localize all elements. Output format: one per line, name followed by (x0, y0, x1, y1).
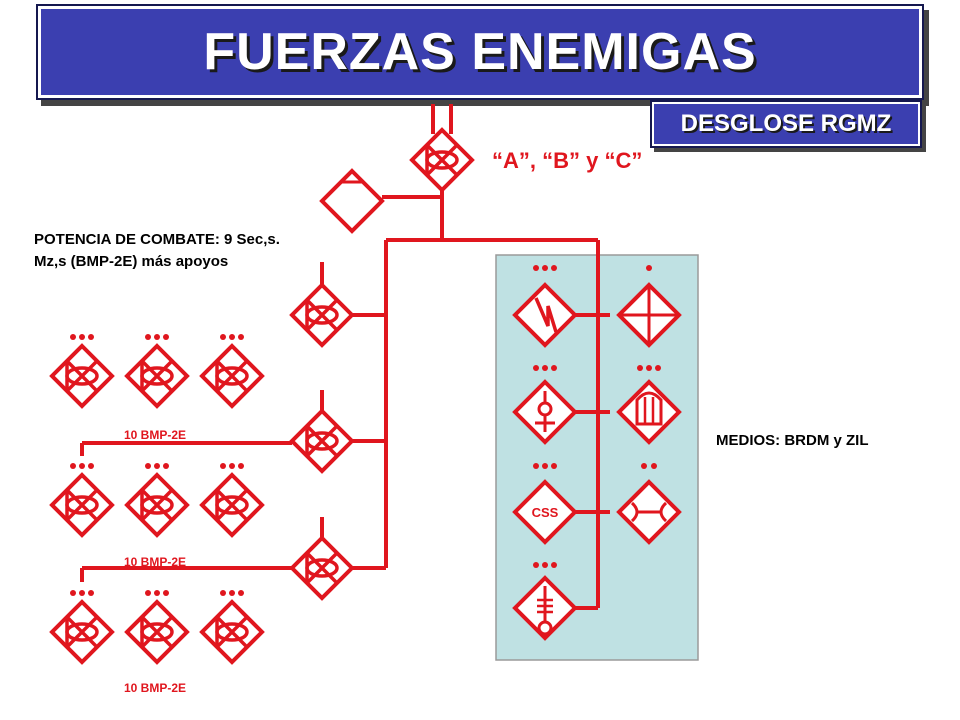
maintenance-dot (641, 463, 647, 469)
chemical-unit-symbol (616, 365, 682, 445)
platoon-symbol (50, 600, 114, 664)
page-subtitle: DESGLOSE RGMZ (680, 110, 892, 137)
engineer-dot (646, 265, 652, 271)
staff-diamond (319, 168, 385, 234)
platoon-dots (70, 463, 94, 469)
combat-power-line2: Mz,s (BMP-2E) más apoyos (34, 253, 229, 270)
hq-mech-symbol (410, 128, 474, 192)
platoon-dots (145, 334, 169, 340)
hq-label: “A”, “B” y “C” (492, 148, 643, 173)
combat-power-line1: POTENCIA DE COMBATE: 9 Sec,s. (34, 231, 280, 248)
platoon-dots (220, 463, 244, 469)
platoon-row (50, 590, 264, 664)
company-symbol (290, 409, 354, 473)
title-banner: FUERZAS ENEMIGAS (38, 6, 922, 98)
platoon-dots (220, 334, 244, 340)
chemical-dots (637, 365, 661, 371)
platoon-dots (220, 590, 244, 596)
company-symbol (290, 536, 354, 600)
signal-dots (533, 265, 557, 271)
company-label: 10 BMP-2E (124, 681, 187, 695)
maintenance-unit-symbol (616, 463, 682, 545)
platoon-symbol (200, 600, 264, 664)
platoon-dots (70, 590, 94, 596)
medical-dots (533, 562, 557, 568)
platoon-symbol (200, 473, 264, 537)
platoon-dots (145, 463, 169, 469)
platoon-dots (70, 334, 94, 340)
platoon-row (50, 463, 264, 537)
company-label: 10 BMP-2E (124, 428, 187, 442)
connector-lines (80, 104, 610, 610)
platoon-symbol (125, 600, 189, 664)
medical-unit-symbol (512, 562, 578, 641)
company-symbol (290, 283, 354, 347)
css-dots (533, 463, 557, 469)
platoon-dots (145, 590, 169, 596)
platoon-symbol (50, 473, 114, 537)
platoon-symbol (200, 344, 264, 408)
support-means-label: MEDIOS: BRDM y ZIL (716, 432, 869, 449)
css-label: CSS (532, 505, 559, 520)
platoon-symbol (125, 473, 189, 537)
company-label: 10 BMP-2E (124, 555, 187, 569)
platoon-row (50, 334, 264, 408)
signal-unit-symbol (512, 265, 578, 348)
maintenance-dot (651, 463, 657, 469)
recon-dots (533, 365, 557, 371)
platoon-symbol (50, 344, 114, 408)
page-title: FUERZAS ENEMIGAS (203, 23, 757, 81)
engineer-unit-symbol (616, 265, 682, 348)
css-unit-symbol: CSS (512, 463, 578, 545)
subtitle-banner: DESGLOSE RGMZ (652, 102, 920, 146)
platoon-symbol (125, 344, 189, 408)
recon-unit-symbol (512, 365, 578, 445)
